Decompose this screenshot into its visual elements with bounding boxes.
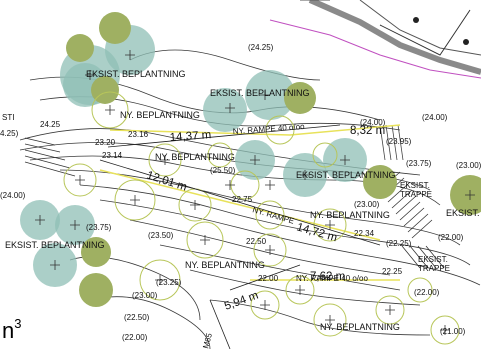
label-new-planting-2: NY. BEPLANTNING	[155, 152, 235, 162]
elevation-22-00-left: (22.00)	[122, 333, 148, 342]
spot-23-20: 23.20	[95, 138, 116, 147]
spot-23-16: 23.16	[128, 130, 149, 139]
elevation-23-00-mid: (23.00)	[354, 200, 380, 209]
label-stairs-2-line1: EKSIST.	[418, 255, 448, 264]
label-new-planting-3: NY. BEPLANTNING	[310, 210, 390, 220]
new-trees	[63, 91, 460, 345]
label-stairs-1-line2: TRAPPE	[400, 190, 432, 199]
elevation-23-75-right: (23.75)	[406, 159, 432, 168]
elevation-22-00-right: (22.00)	[438, 233, 464, 242]
label-ramp-40-lower: NY. RAMPE 40 o/oo	[296, 274, 368, 283]
elevation-labels: (24.25) (24.00) (24.00) (23.95) (23.75) …	[0, 43, 481, 342]
spot-22-34: 22.34	[354, 229, 375, 238]
elevation-4-25: 4.25)	[0, 129, 19, 138]
elevation-23-25: (23.25)	[156, 278, 182, 287]
elevation-24-00: (24.00)	[360, 118, 386, 127]
spot-24-25: 24.25	[40, 120, 61, 129]
ramps	[99, 124, 401, 281]
unit-caption: n3	[2, 316, 22, 344]
label-stairs-1-line1: EKSIST.	[400, 181, 430, 190]
label-eksist-planting-2: EKSIST. BEPLANTNING	[210, 88, 310, 98]
spot-22-25: 22.25	[382, 267, 403, 276]
unit-exponent: 3	[14, 316, 22, 331]
elevation-24-00-right: (24.00)	[422, 113, 448, 122]
elevation-25-50: (25.50)	[210, 166, 236, 175]
elevation-21-00: (21.00)	[440, 327, 466, 336]
elevation-24-25-top: (24.25)	[248, 43, 274, 52]
elevation-22-00-lower: (22.00)	[414, 288, 440, 297]
label-eksist-planting-1: EKSIST. BEPLANTNING	[86, 69, 186, 79]
elevation-23-95: (23.95)	[386, 137, 412, 146]
dimension-14-37: 14,37 m	[169, 129, 211, 144]
label-eksist-planting-4: EKSIST. BEPLANTNING	[5, 240, 105, 250]
spot-22-00: 22.00	[258, 274, 279, 283]
label-sti: STI	[2, 113, 14, 122]
road	[269, 0, 481, 79]
label-stairs-2-line2: TRAPPE	[418, 264, 450, 273]
dimension-7-62: 7,62 m	[310, 271, 345, 283]
elevation-22-50-left: (22.50)	[124, 313, 150, 322]
spot-22-50: 22.50	[246, 237, 267, 246]
dimension-8-32: 8,32 m	[350, 125, 385, 137]
existing-trees-olive	[66, 12, 481, 307]
label-eksist: EKSIST.	[446, 208, 480, 218]
tree-markers	[35, 50, 475, 335]
elevation-24-00-left: (24.00)	[0, 191, 26, 200]
hatch-top	[379, 124, 404, 161]
label-eksist-planting-3: EKSIST. BEPLANTNING	[296, 170, 396, 180]
spot-23-14: 23.14	[102, 151, 123, 160]
unit-prefix: n	[2, 318, 15, 343]
elevation-23-50-left: (23.50)	[148, 231, 174, 240]
elevation-23-00-right: (23.00)	[456, 161, 481, 170]
elevation-22-25: (22.25)	[386, 239, 412, 248]
elevation-23-75-left: (23.75)	[86, 223, 112, 232]
label-new-planting-4: NY. BEPLANTNING	[185, 260, 265, 270]
label-new-planting-5: NY. BEPLANTNING	[320, 322, 400, 332]
dimension-lines	[99, 124, 381, 349]
dimension-m65: M65	[201, 332, 214, 349]
elevation-23-00-left: (23.00)	[132, 291, 158, 300]
existing-stairs-left	[24, 137, 76, 177]
label-new-planting-1: NY. BEPLANTNING	[120, 110, 200, 120]
spot-22-75: 22.75	[232, 195, 253, 204]
